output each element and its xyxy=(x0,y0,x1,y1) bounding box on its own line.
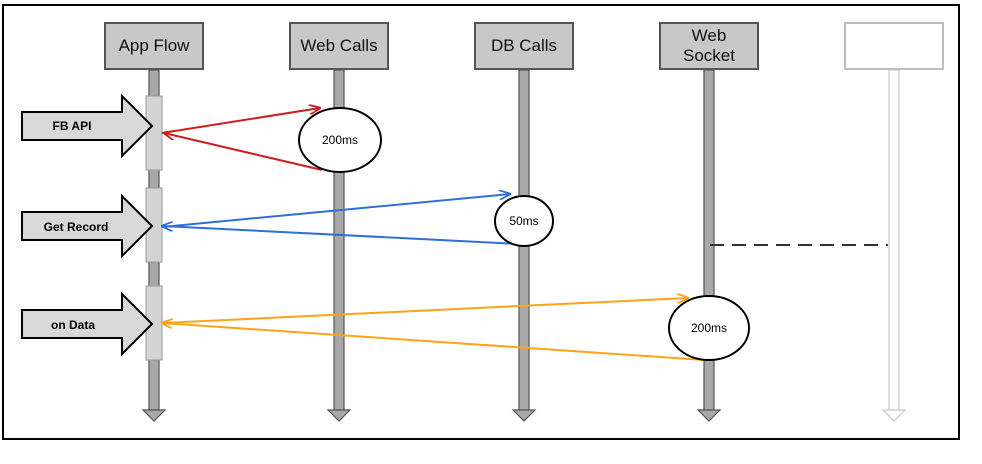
trigger-arrow-on-data: on Data xyxy=(21,291,154,357)
lane-header-web-calls: Web Calls xyxy=(289,22,389,70)
lifeline-web-socket xyxy=(696,69,722,422)
message-arrow-fb-api-request xyxy=(161,108,320,134)
duration-label: 200ms xyxy=(691,321,727,335)
duration-ellipse: 200ms xyxy=(298,107,382,173)
duration-ellipse: 200ms xyxy=(668,295,750,361)
lane-title: Web Socket xyxy=(683,26,735,65)
lane-title: App Flow xyxy=(118,36,190,55)
duration-ellipse: 50ms xyxy=(494,195,554,247)
lane-header-db-calls: DB Calls xyxy=(474,22,574,70)
lane-title: Web Calls xyxy=(300,36,378,55)
lane-header-web-socket: Web Socket xyxy=(659,22,759,70)
trigger-label: Get Record xyxy=(44,220,109,234)
message-arrow-on-data-request xyxy=(161,298,688,324)
trigger-label: on Data xyxy=(51,318,95,332)
lifeline-unnamed xyxy=(881,69,907,422)
message-arrow-fb-api-response xyxy=(164,133,323,171)
trigger-arrow-get-record: Get Record xyxy=(21,193,154,259)
lifeline-web-calls xyxy=(326,69,352,422)
message-arrow-get-record-request xyxy=(161,194,510,228)
activation-bar xyxy=(145,95,163,171)
duration-label: 50ms xyxy=(509,214,538,228)
trigger-arrow-fb-api: FB API xyxy=(21,93,154,159)
trigger-label: FB API xyxy=(53,119,92,133)
message-arrow-get-record-response xyxy=(162,226,521,245)
duration-label: 200ms xyxy=(322,133,358,147)
message-arrow-on-data-response xyxy=(162,323,705,361)
lane-title: DB Calls xyxy=(490,36,558,55)
lane-header-app-flow: App Flow xyxy=(104,22,204,70)
lane-header-unnamed xyxy=(844,22,944,70)
